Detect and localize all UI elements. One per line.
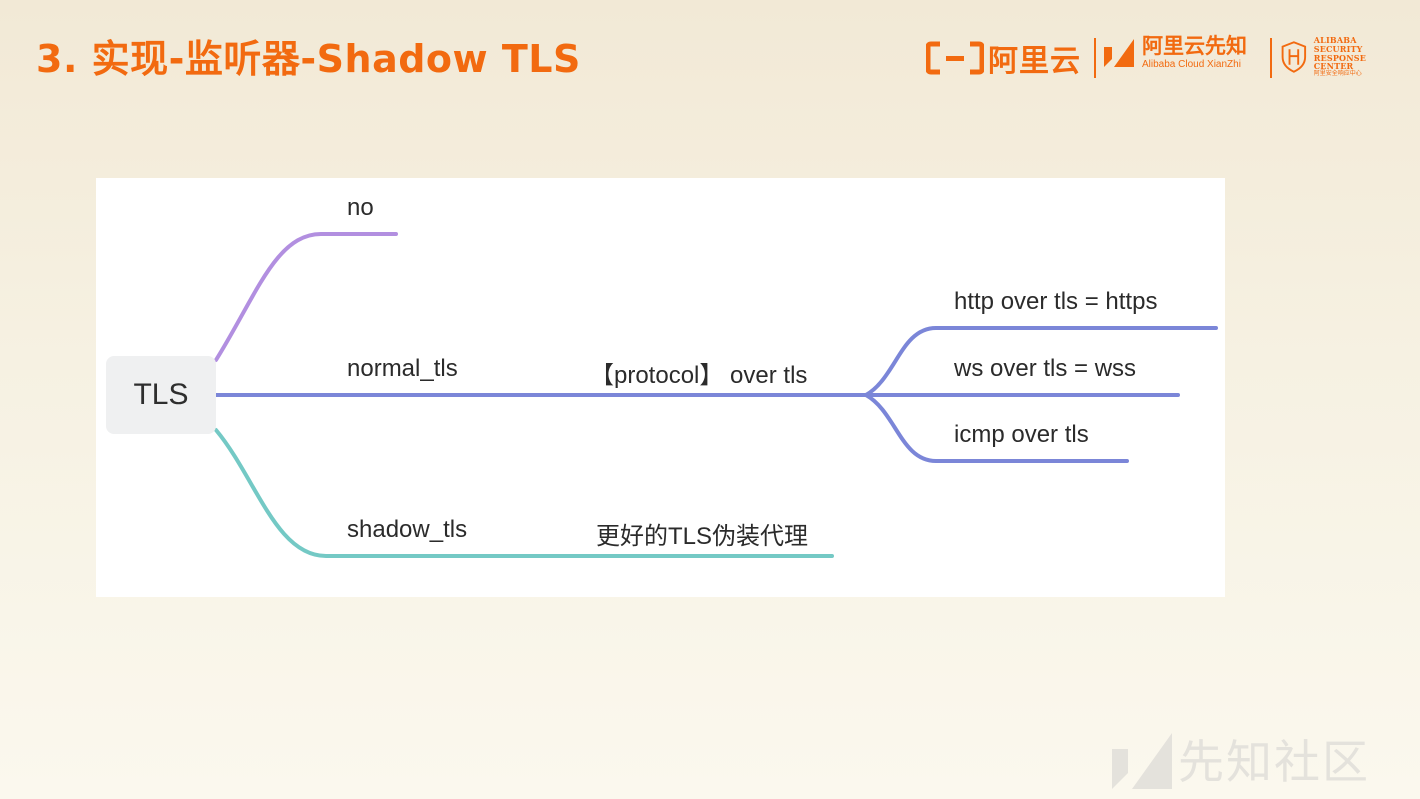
slide-title: 3. 实现-监听器-Shadow TLS [36, 37, 581, 81]
branch-no-connector [214, 232, 398, 362]
child-icmp-connector [864, 393, 1129, 463]
child-https-label: http over tls = https [954, 288, 1158, 315]
child-wss-label: ws over tls = wss [954, 355, 1137, 382]
branch-shadow-connector [214, 428, 834, 558]
xianzhi-cn: 阿里云先知 [1142, 34, 1247, 58]
xianzhi-mark-icon [1104, 39, 1134, 67]
watermark-text: 先知社区 [1178, 735, 1370, 789]
child-icmp-label: icmp over tls [954, 421, 1089, 448]
asrc-cn: 阿里安全响应中心 [1313, 70, 1362, 78]
watermark: 先知社区 [1112, 726, 1370, 792]
logo-separator [1270, 38, 1272, 78]
logo-separator [1094, 38, 1096, 78]
aliyun-logo: 阿里云 [926, 36, 1081, 80]
mindmap-card: TLS no normal_tls 【protocol】 over tls sh… [96, 178, 1225, 597]
branch-normal-sub-label: 【protocol】 over tls [590, 362, 808, 389]
asrc-line1: ALIBABA SECURITY [1313, 35, 1363, 54]
child-https-connector [864, 326, 1218, 397]
aliyun-wordmark: 阿里云 [988, 44, 1081, 79]
branch-normal-label: normal_tls [347, 355, 458, 382]
mindmap-connectors [214, 232, 1218, 558]
logo-bar: 阿里云 阿里云先知 Alibaba Cloud XianZhi ALIBABA … [926, 32, 1396, 82]
asrc-logo: ALIBABA SECURITY RESPONSE CENTER 阿里安全响应中… [1280, 36, 1396, 78]
branch-no-label: no [347, 194, 374, 221]
shield-icon [1281, 41, 1307, 73]
asrc-line2: RESPONSE CENTER [1313, 52, 1367, 72]
root-node-tls: TLS [106, 356, 216, 434]
xianzhi-watermark-icon [1112, 733, 1172, 789]
aliyun-bracket-icon [926, 41, 984, 75]
xianzhi-en: Alibaba Cloud XianZhi [1142, 59, 1241, 70]
xianzhi-logo: 阿里云先知 Alibaba Cloud XianZhi [1104, 36, 1247, 70]
branch-shadow-label: shadow_tls [347, 516, 468, 543]
branch-shadow-sub-label: 更好的TLS伪装代理 [596, 523, 809, 550]
